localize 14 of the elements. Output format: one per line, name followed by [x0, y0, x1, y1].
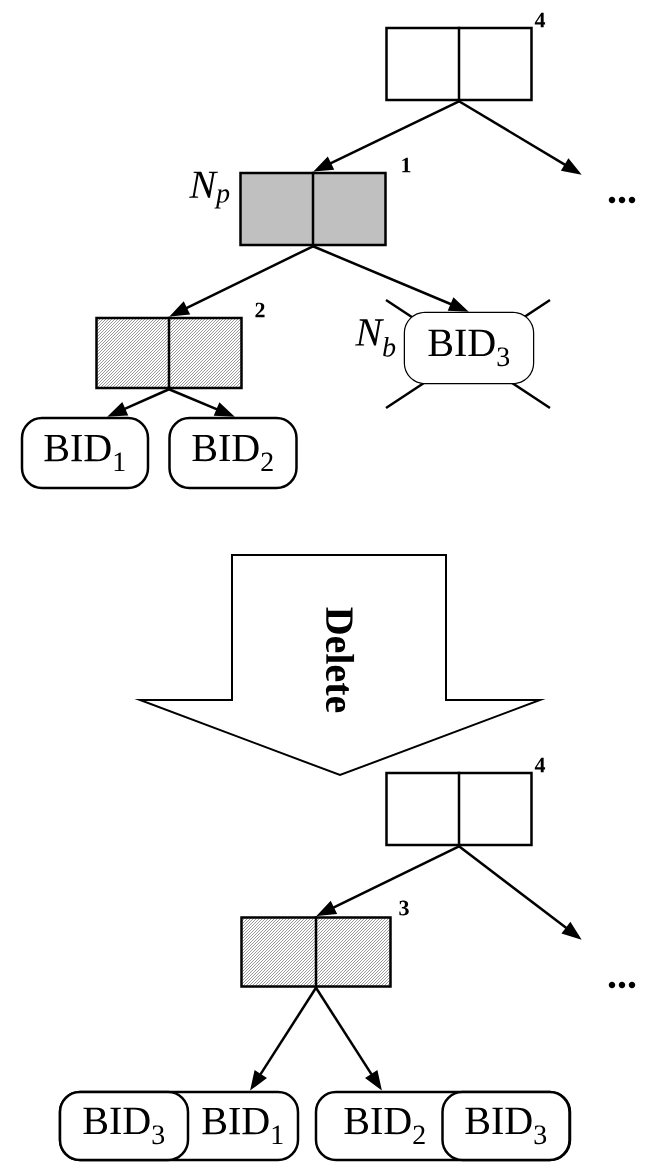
node-number: 2 — [255, 302, 265, 318]
rounded-box: BID$_{3}$ — [403, 311, 535, 385]
node-label: N$_{p}$ — [189, 171, 230, 209]
node-number: 4 — [534, 757, 546, 773]
rounded-box: BID$_{3}$ — [441, 1090, 571, 1162]
rounded-box: BID$_{1}$ — [20, 416, 150, 490]
node-number: 3 — [399, 900, 409, 916]
node-number: 4 — [534, 12, 546, 28]
ellipsis: ... — [608, 981, 636, 989]
rounded-box: BID$_{3}$ — [58, 1090, 190, 1162]
node-label: N$_{b}$ — [355, 319, 396, 357]
ellipsis: ... — [608, 196, 636, 204]
rounded-box: BID$_{2}$ — [168, 416, 298, 490]
node-number: 1 — [402, 157, 411, 173]
